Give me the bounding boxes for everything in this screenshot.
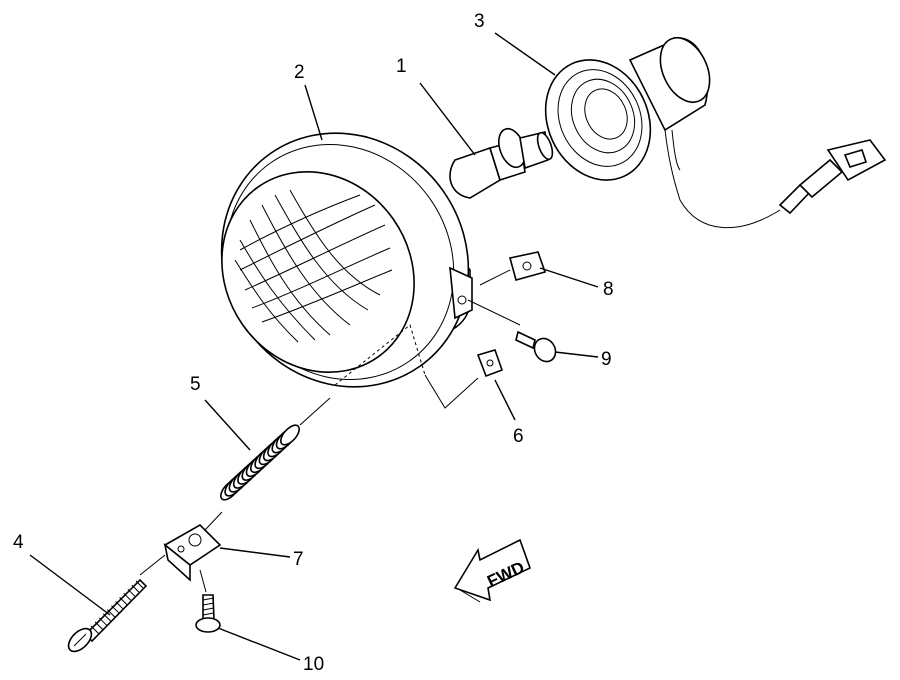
clip-nut	[509, 251, 547, 281]
callout-6: 6	[513, 426, 524, 447]
bulb-socket	[544, 37, 887, 229]
callout-8: 8	[603, 279, 614, 300]
screw-thread	[102, 613, 112, 623]
fwd-arrow-icon: FWD	[453, 538, 531, 603]
screw-thread	[135, 580, 145, 590]
spring-coil	[280, 424, 300, 446]
screw-thread	[107, 609, 116, 618]
bulb	[449, 127, 554, 199]
callout-10: 10	[303, 654, 324, 675]
callout-3: 3	[474, 11, 485, 32]
screw-thread	[90, 625, 100, 635]
screw-thread	[115, 601, 124, 610]
callout-9: 9	[601, 349, 612, 370]
screw-9	[515, 330, 557, 363]
leader-lines	[29, 32, 599, 661]
callout-5: 5	[190, 374, 201, 395]
screw-thread	[111, 605, 120, 614]
headlight-unit	[220, 132, 473, 388]
callout-labels: 1 2 3 4 5 6 7 8 9 10	[13, 11, 614, 675]
callout-1: 1	[396, 56, 407, 77]
square-nut	[476, 349, 504, 378]
screw-thread	[119, 597, 128, 606]
screw-thread	[123, 592, 133, 602]
short-screw	[195, 594, 221, 633]
long-screw	[67, 578, 148, 653]
callout-4: 4	[13, 532, 24, 553]
screw-thread	[131, 584, 141, 594]
screw-thread	[94, 621, 104, 631]
callout-7: 7	[293, 549, 304, 570]
screw-thread	[98, 617, 108, 627]
spring	[220, 424, 300, 501]
bracket	[163, 524, 222, 582]
callout-2: 2	[294, 62, 305, 83]
screw-thread	[127, 588, 137, 598]
assembly-lines	[139, 269, 521, 593]
